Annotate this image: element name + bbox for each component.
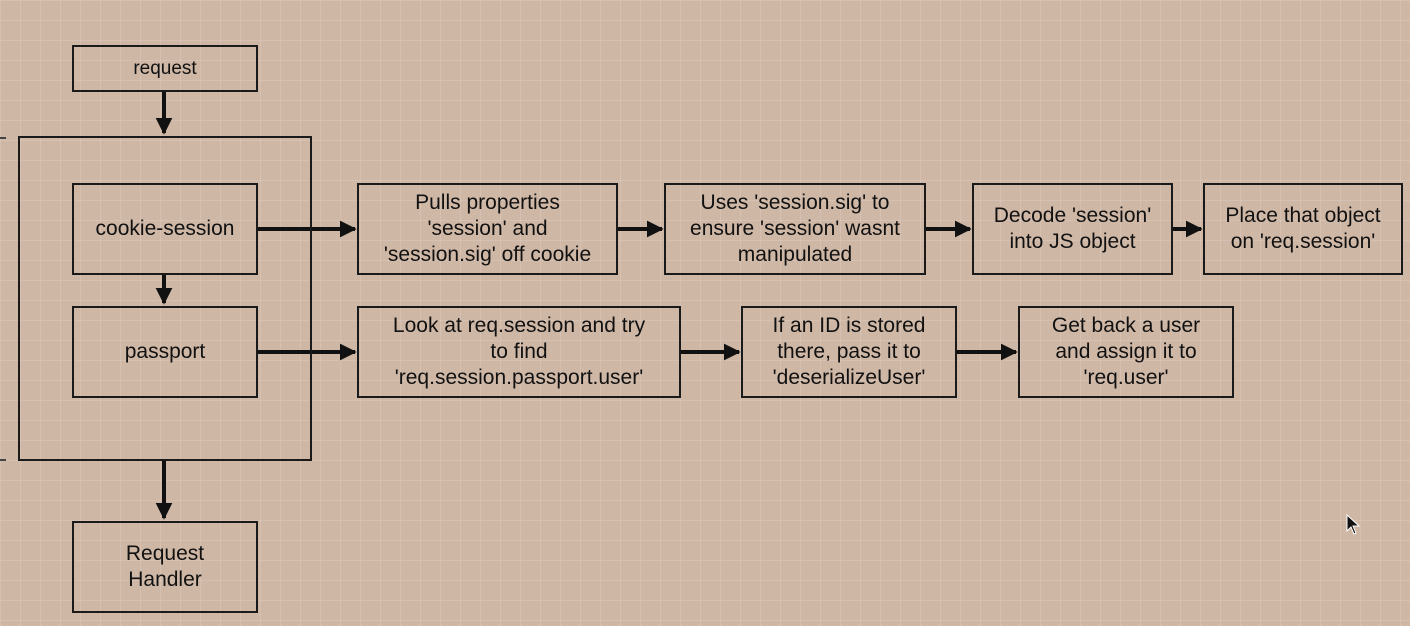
node-pulls-properties[interactable]: Pulls properties 'session' and 'session.… [357, 183, 618, 275]
node-passport[interactable]: passport [72, 306, 258, 398]
mouse-pointer-icon [1346, 514, 1361, 535]
node-uses-session-sig[interactable]: Uses 'session.sig' to ensure 'session' w… [664, 183, 926, 275]
node-get-back-user[interactable]: Get back a user and assign it to 'req.us… [1018, 306, 1234, 398]
edge-tick-bottom [0, 459, 6, 461]
node-place-object[interactable]: Place that object on 'req.session' [1203, 183, 1403, 275]
node-look-at-session[interactable]: Look at req.session and try to find 'req… [357, 306, 681, 398]
node-request[interactable]: request [72, 45, 258, 92]
node-cookie-session[interactable]: cookie-session [72, 183, 258, 275]
node-request-handler[interactable]: Request Handler [72, 521, 258, 613]
edge-tick-top [0, 137, 6, 139]
middleware-container [18, 136, 312, 461]
node-decode-session[interactable]: Decode 'session' into JS object [972, 183, 1173, 275]
node-if-id-stored[interactable]: If an ID is stored there, pass it to 'de… [741, 306, 957, 398]
